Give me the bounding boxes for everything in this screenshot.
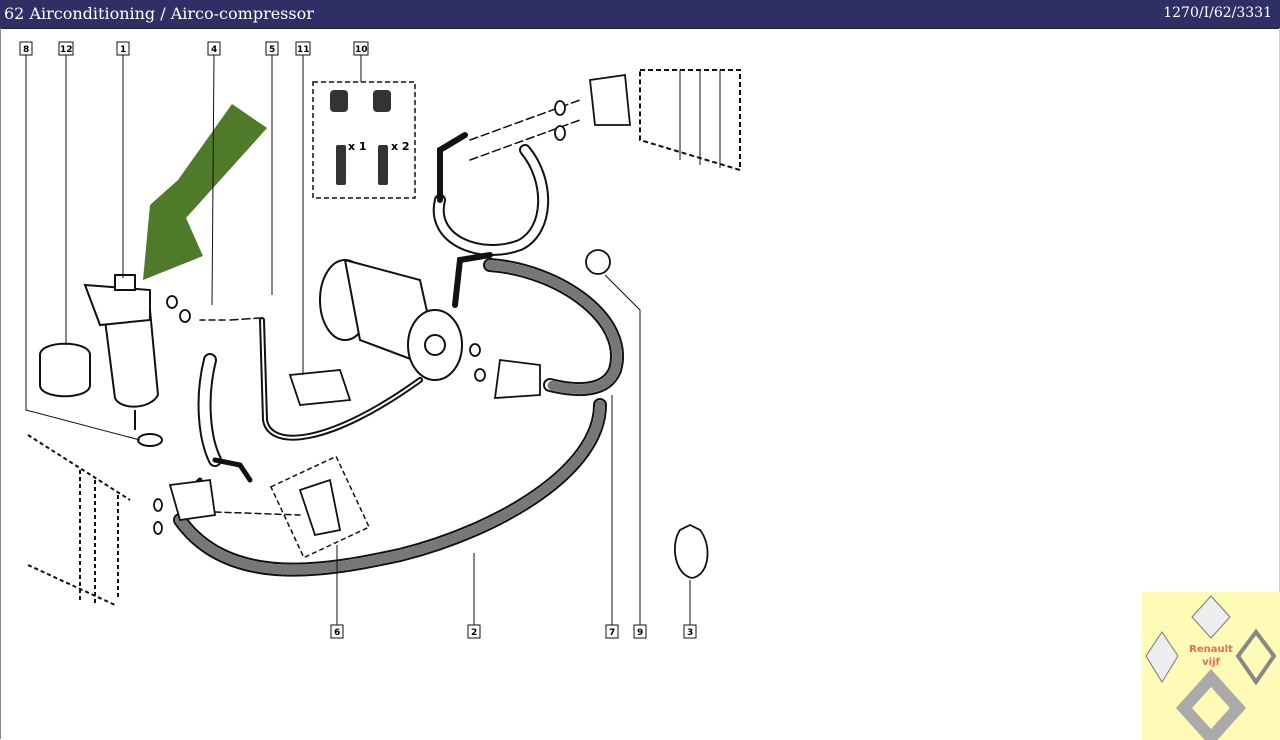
callout-1[interactable]: 1 <box>116 41 130 56</box>
receiver-drier-drawing <box>39 274 163 447</box>
svg-text:5: 5 <box>269 45 275 55</box>
kit-qty-1: x 1 <box>348 140 367 153</box>
renault-vijf-logo[interactable]: Renault vijf <box>1142 592 1280 740</box>
svg-text:9: 9 <box>637 628 643 638</box>
leader-lines <box>25 54 691 625</box>
callout-10[interactable]: 10 <box>353 41 369 56</box>
svg-text:10: 10 <box>355 45 368 55</box>
callout-7[interactable]: 7 <box>605 624 619 639</box>
svg-text:2: 2 <box>471 628 477 638</box>
svg-text:6: 6 <box>334 628 340 638</box>
callout-8[interactable]: 8 <box>19 41 33 56</box>
compressor-drawing <box>319 258 463 381</box>
svg-text:1: 1 <box>120 45 126 55</box>
renault-diamonds-icon <box>1145 595 1277 740</box>
svg-text:12: 12 <box>60 45 73 55</box>
callout-4[interactable]: 4 <box>207 41 221 56</box>
callout-9[interactable]: 9 <box>633 624 647 639</box>
valve-kit-box: x 1 x 2 <box>312 81 416 199</box>
title-bar: 62 Airconditioning / Airco-compressor 12… <box>0 0 1280 29</box>
svg-text:8: 8 <box>23 45 29 55</box>
callout-3[interactable]: 3 <box>683 624 697 639</box>
highlight-arrow <box>143 104 267 280</box>
svg-text:7: 7 <box>609 628 615 638</box>
callout-6[interactable]: 6 <box>330 624 344 639</box>
page-title: 62 Airconditioning / Airco-compressor <box>4 4 314 23</box>
small-parts <box>153 73 709 579</box>
hoses <box>173 99 624 577</box>
kit-qty-2: x 2 <box>391 140 410 153</box>
diagram-code: 1270/I/62/3331 <box>1163 5 1272 21</box>
logo-text-renault: Renault <box>1189 644 1233 655</box>
svg-text:11: 11 <box>297 45 310 55</box>
callout-5[interactable]: 5 <box>265 41 279 56</box>
callout-12[interactable]: 12 <box>58 41 74 56</box>
condenser-drawing <box>27 69 741 606</box>
logo-text-vijf: vijf <box>1202 657 1220 668</box>
callout-11[interactable]: 11 <box>295 41 311 56</box>
svg-text:4: 4 <box>211 45 217 55</box>
svg-text:3: 3 <box>687 628 693 638</box>
callout-2[interactable]: 2 <box>467 624 481 639</box>
